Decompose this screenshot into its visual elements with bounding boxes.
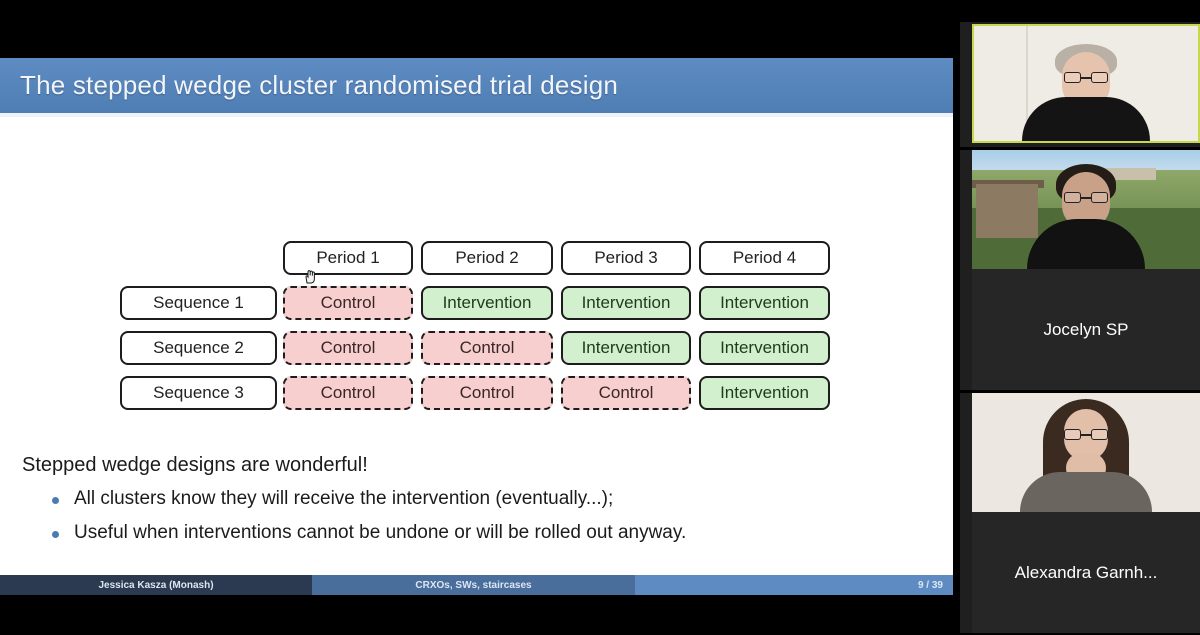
hand-cursor-icon	[305, 270, 315, 284]
torso	[1027, 219, 1145, 269]
list-item: All clusters know they will receive the …	[48, 488, 686, 510]
participant-name-bar: Jocelyn SP	[972, 269, 1200, 390]
background-detail	[1026, 26, 1028, 141]
title-underline	[0, 113, 953, 117]
shared-slide[interactable]: The stepped wedge cluster randomised tri…	[0, 58, 953, 595]
footer-page-number: 9 / 39	[635, 575, 953, 595]
slide-footer: Jessica Kasza (Monash) CRXOs, SWs, stair…	[0, 575, 953, 595]
head	[1062, 172, 1110, 228]
video-feed	[972, 393, 1200, 512]
video-feed	[972, 150, 1200, 269]
footer-author: Jessica Kasza (Monash)	[0, 575, 312, 595]
table-cell: Intervention	[421, 286, 553, 320]
participant-name-bar: Alexandra Garnh...	[972, 512, 1200, 633]
period-header-4: Period 4	[699, 241, 830, 275]
table-cell: Intervention	[699, 331, 830, 365]
video-feed	[972, 24, 1200, 143]
table-cell: Intervention	[561, 286, 691, 320]
participant-name: Alexandra Garnh...	[1014, 562, 1158, 582]
stepped-wedge-diagram: Period 1 Period 2 Period 3 Period 4 Sequ…	[0, 118, 953, 410]
background-hut	[976, 184, 1038, 238]
glasses-icon	[1064, 192, 1108, 203]
sequence-label-3: Sequence 3	[120, 376, 277, 410]
table-cell: Control	[421, 331, 553, 365]
slide-title-band: The stepped wedge cluster randomised tri…	[0, 58, 953, 113]
glasses-icon	[1064, 429, 1108, 440]
glasses-icon	[1064, 72, 1108, 83]
page-title: The stepped wedge cluster randomised tri…	[20, 70, 619, 100]
video-tile-3[interactable]: Alexandra Garnh...	[960, 393, 1200, 633]
footer-topic: CRXOs, SWs, staircases	[312, 575, 635, 595]
lead-text: Stepped wedge designs are wonderful!	[22, 454, 368, 476]
table-cell: Control	[283, 376, 413, 410]
video-rail: Jocelyn SP Alexandra Garnh...	[960, 0, 1200, 635]
period-header-1: Period 1	[283, 241, 413, 275]
participant-name: Jocelyn SP	[1043, 319, 1129, 339]
video-tile-1[interactable]	[960, 22, 1200, 147]
participant-portrait	[972, 150, 1200, 269]
table-cell: Intervention	[699, 286, 830, 320]
torso	[1020, 472, 1152, 512]
table-cell: Intervention	[699, 376, 830, 410]
table-cell: Control	[283, 286, 413, 320]
participant-portrait	[974, 26, 1198, 141]
torso	[1022, 97, 1150, 141]
table-cell: Control	[561, 376, 691, 410]
table-cell: Control	[283, 331, 413, 365]
period-header-2: Period 2	[421, 241, 553, 275]
sequence-label-2: Sequence 2	[120, 331, 277, 365]
period-header-3: Period 3	[561, 241, 691, 275]
video-tile-2[interactable]: Jocelyn SP	[960, 150, 1200, 390]
sequence-label-1: Sequence 1	[120, 286, 277, 320]
table-cell: Control	[421, 376, 553, 410]
table-cell: Intervention	[561, 331, 691, 365]
participant-portrait	[972, 393, 1200, 512]
bullet-list: All clusters know they will receive the …	[48, 488, 686, 556]
list-item: Useful when interventions cannot be undo…	[48, 522, 686, 544]
